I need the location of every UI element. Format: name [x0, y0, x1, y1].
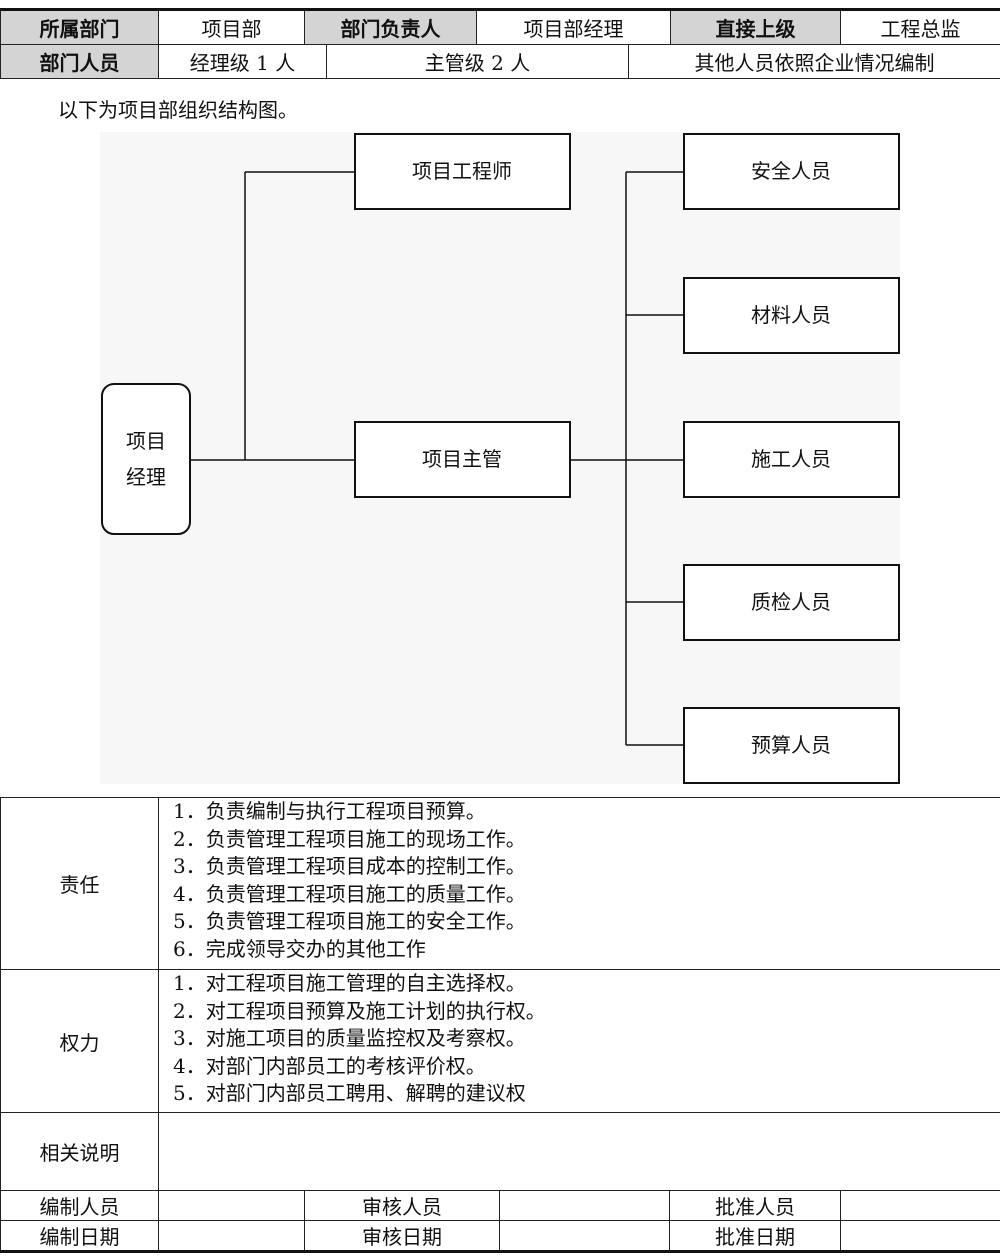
- compiler-label: 编制人员: [0, 1190, 159, 1221]
- responsibility-item: 2．负责管理工程项目施工的现场工作。: [173, 826, 526, 851]
- authority-item: 3．对施工项目的质量监控权及考察权。: [173, 1026, 526, 1050]
- compiler-value[interactable]: [158, 1190, 305, 1221]
- supervisor-label: 项目主管: [422, 447, 502, 471]
- authority-label: 权力: [0, 969, 159, 1113]
- node-manager: 项目 经理: [101, 383, 191, 535]
- approve-date-value[interactable]: [840, 1220, 1000, 1253]
- duties-table: 责任 1．负责编制与执行工程项目预算。 2．负责管理工程项目施工的现场工作。 3…: [0, 797, 1000, 1253]
- staff-manager: 经理级 1 人: [158, 44, 327, 79]
- authority-list: 1．对工程项目施工管理的自主选择权。 2．对工程项目预算及施工计划的执行权。 3…: [158, 969, 1000, 1113]
- intro-text: 以下为项目部组织结构图。: [58, 98, 298, 122]
- connector-lines: [190, 171, 684, 746]
- responsibility-item: 5．负责管理工程项目施工的安全工作。: [173, 909, 526, 933]
- manager-line1: 项目: [126, 429, 166, 453]
- staff-label: 部门人员: [0, 44, 159, 79]
- responsibility-item: 6．完成领导交办的其他工作: [173, 936, 426, 961]
- authority-item: 4．对部门内部员工的考核评价权。: [173, 1053, 486, 1078]
- authority-item: 2．对工程项目预算及施工计划的执行权。: [173, 998, 546, 1023]
- manager-line2: 经理: [126, 465, 166, 489]
- notes-value[interactable]: [158, 1112, 1000, 1191]
- node-staff-budget: 预算人员: [683, 707, 900, 784]
- engineer-label: 项目工程师: [412, 159, 512, 183]
- approver-label: 批准人员: [669, 1190, 841, 1221]
- node-supervisor: 项目主管: [354, 421, 571, 498]
- staff-label-safety: 安全人员: [751, 159, 831, 183]
- staff-supervisor: 主管级 2 人: [326, 44, 629, 79]
- staff-label-quality: 质检人员: [751, 590, 831, 614]
- notes-label: 相关说明: [0, 1112, 159, 1191]
- authority-item: 5．对部门内部员工聘用、解聘的建议权: [173, 1081, 526, 1105]
- responsibility-label: 责任: [0, 797, 159, 970]
- head-label: 部门负责人: [304, 8, 477, 45]
- compile-date-label: 编制日期: [0, 1220, 159, 1253]
- staff-label-budget: 预算人员: [751, 733, 831, 757]
- review-date-label: 审核日期: [304, 1220, 500, 1253]
- node-staff-construction: 施工人员: [683, 421, 900, 498]
- reviewer-value[interactable]: [499, 1190, 670, 1221]
- responsibility-item: 1．负责编制与执行工程项目预算。: [173, 799, 486, 823]
- approver-value[interactable]: [840, 1190, 1000, 1221]
- dept-label: 所属部门: [0, 8, 159, 45]
- node-staff-safety: 安全人员: [683, 133, 900, 210]
- review-date-value[interactable]: [499, 1220, 670, 1253]
- reviewer-label: 审核人员: [304, 1190, 500, 1221]
- node-engineer: 项目工程师: [354, 133, 571, 210]
- staff-other: 其他人员依照企业情况编制: [628, 44, 1000, 79]
- node-staff-material: 材料人员: [683, 277, 900, 354]
- staff-label-material: 材料人员: [751, 303, 831, 327]
- approve-date-label: 批准日期: [669, 1220, 841, 1253]
- responsibility-list: 1．负责编制与执行工程项目预算。 2．负责管理工程项目施工的现场工作。 3．负责…: [158, 797, 1000, 970]
- responsibility-item: 4．负责管理工程项目施工的质量工作。: [173, 881, 526, 906]
- responsibility-item: 3．负责管理工程项目成本的控制工作。: [173, 854, 526, 878]
- staff-label-construction: 施工人员: [751, 447, 831, 471]
- header-table: 所属部门 项目部 部门负责人 项目部经理 直接上级 工程总监 部门人员 经理级 …: [0, 8, 1000, 79]
- compile-date-value[interactable]: [158, 1220, 305, 1253]
- authority-item: 1．对工程项目施工管理的自主选择权。: [173, 971, 526, 995]
- node-staff-quality: 质检人员: [683, 564, 900, 641]
- superior-value: 工程总监: [840, 8, 1000, 45]
